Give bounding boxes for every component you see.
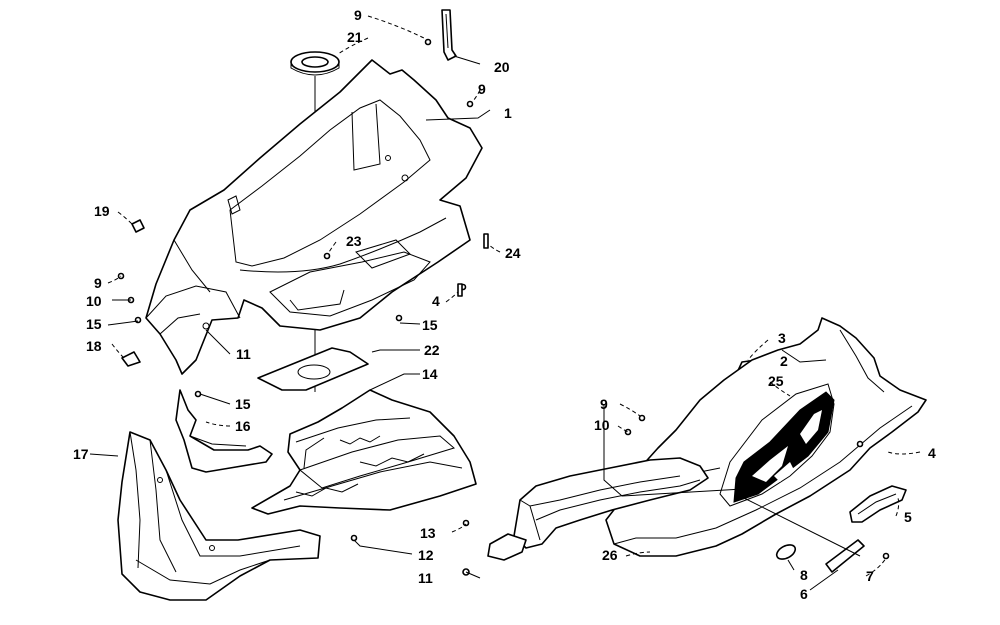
clip-part	[121, 351, 141, 367]
callout-13: 13	[420, 525, 436, 541]
callout-4: 4	[432, 293, 440, 309]
callout-labels: 9 21 20 9 1 19 23 24 9 10 4 15 15 18 11 …	[73, 7, 936, 602]
callout-1: 1	[504, 105, 512, 121]
floor-panel-part	[251, 389, 477, 515]
callout-17: 17	[73, 446, 89, 462]
callout-26: 26	[602, 547, 618, 563]
callout-25: 25	[768, 373, 784, 389]
seal-ring-part	[290, 51, 340, 76]
callout-22: 22	[424, 342, 440, 358]
callout-10: 10	[86, 293, 102, 309]
callout-19: 19	[94, 203, 110, 219]
gasket-plate-part	[257, 347, 369, 391]
rear-bumper-part	[487, 457, 709, 561]
callout-9: 9	[354, 7, 362, 23]
callout-11: 11	[418, 570, 433, 586]
callout-9: 9	[478, 81, 486, 97]
callout-16: 16	[235, 418, 251, 434]
callout-7: 7	[866, 568, 874, 584]
clip-part	[131, 219, 145, 233]
callout-12: 12	[418, 547, 434, 563]
callout-11: 11	[236, 346, 251, 362]
callout-15: 15	[235, 396, 251, 412]
callout-2: 2	[780, 353, 788, 369]
bracket-part	[441, 9, 457, 61]
callout-5: 5	[904, 509, 912, 525]
callout-9: 9	[94, 275, 102, 291]
hood-panel-part	[605, 317, 927, 557]
callout-24: 24	[505, 245, 521, 261]
callout-21: 21	[347, 29, 363, 45]
belly-pan-part	[145, 59, 483, 375]
fastener-part	[117, 38, 890, 576]
callout-15: 15	[422, 317, 438, 333]
callout-23: 23	[346, 233, 362, 249]
front-bumper-part	[117, 431, 321, 601]
callout-10: 10	[594, 417, 610, 433]
callout-3: 3	[778, 330, 786, 346]
callout-15: 15	[86, 316, 102, 332]
side-guard-part	[175, 389, 273, 473]
number-decal-part	[733, 391, 835, 503]
callout-6: 6	[800, 586, 808, 602]
grommet-part	[775, 544, 797, 560]
leader-lines	[89, 15, 921, 591]
callout-8: 8	[800, 567, 808, 583]
hook-bracket-part	[849, 485, 907, 523]
callout-20: 20	[494, 59, 510, 75]
callout-18: 18	[86, 338, 102, 354]
callout-9: 9	[600, 396, 608, 412]
callout-4: 4	[928, 445, 936, 461]
callout-14: 14	[422, 366, 438, 382]
plate-part	[825, 539, 865, 573]
